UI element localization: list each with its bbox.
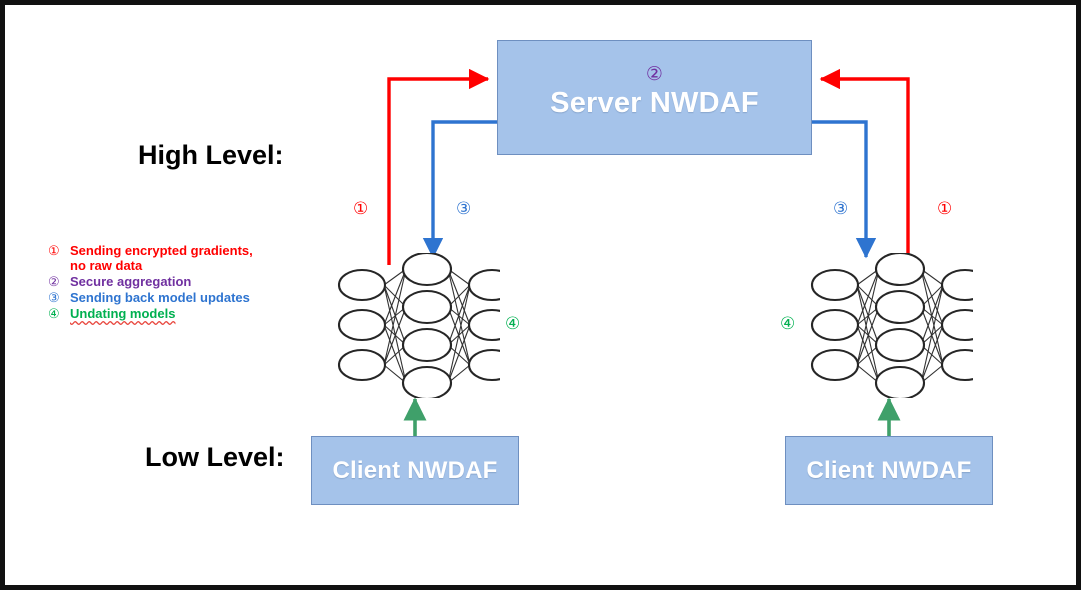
legend-label-1: Sending encrypted gradients, no raw data	[70, 243, 253, 273]
step-badge-right-upload: ①	[937, 199, 953, 218]
aggregation-step-badge: ②	[645, 64, 664, 85]
diagram-stage: ② Server NWDAF Client NWDAF Client NWDAF	[5, 5, 1076, 585]
legend-label-4: Undating models	[70, 306, 176, 321]
legend-item: ② Secure aggregation	[48, 274, 318, 289]
client-nwdaf-node-right[interactable]: Client NWDAF	[785, 436, 993, 505]
legend-item: ④ Undating models	[48, 306, 318, 321]
legend-item: ③ Sending back model updates	[48, 290, 318, 305]
legend-marker-3: ③	[48, 290, 60, 305]
step-badge-right-update: ④	[780, 314, 796, 333]
legend-marker-2: ②	[48, 274, 60, 289]
step-badge-left-download: ③	[456, 199, 472, 218]
neural-network-right	[810, 253, 973, 398]
legend-label-3: Sending back model updates	[70, 290, 250, 305]
step-badge-left-update: ④	[505, 314, 521, 333]
legend-item: ① Sending encrypted gradients, no raw da…	[48, 243, 318, 273]
arrow-right-upload	[819, 68, 910, 265]
step-badge-left-upload: ①	[353, 199, 369, 218]
arrow-left-download	[422, 120, 497, 259]
step-badge-right-download: ③	[833, 199, 849, 218]
client-nwdaf-node-left[interactable]: Client NWDAF	[311, 436, 519, 505]
client-nwdaf-label-left: Client NWDAF	[332, 457, 498, 484]
server-nwdaf-label: Server NWDAF	[550, 87, 759, 119]
legend-marker-1: ①	[48, 243, 60, 258]
arrow-right-download	[812, 120, 877, 259]
neural-network-left	[337, 253, 500, 398]
arrow-left-upload	[387, 68, 490, 265]
high-level-label: High Level:	[138, 140, 284, 170]
low-level-label: Low Level:	[145, 442, 285, 472]
client-nwdaf-label-right: Client NWDAF	[806, 457, 972, 484]
legend-label-2: Secure aggregation	[70, 274, 192, 289]
legend-marker-4: ④	[48, 306, 60, 321]
server-nwdaf-node[interactable]: ② Server NWDAF	[497, 40, 812, 155]
legend: ① Sending encrypted gradients, no raw da…	[48, 243, 318, 322]
